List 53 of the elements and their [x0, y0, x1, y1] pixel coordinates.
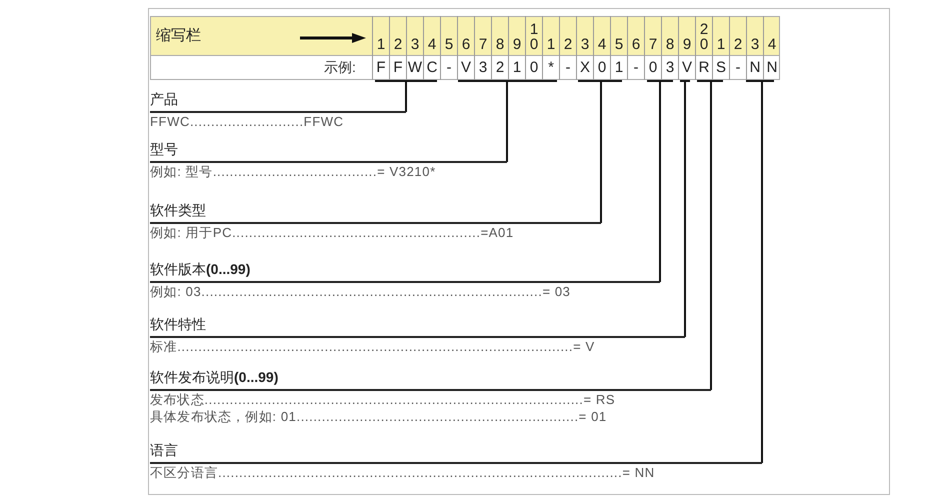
code-character: - [627, 56, 644, 80]
spec-row-text: 标准..............................................................................................= V [150, 338, 596, 355]
leader-line [506, 82, 508, 163]
spec-row-text: 具体发布状态，例如: 01...................................................................= 01 [150, 408, 608, 425]
code-character: - [729, 56, 746, 80]
position-number: 2 [389, 16, 406, 56]
position-number: 3 [746, 16, 763, 56]
position-number: 4 [593, 16, 610, 56]
spec-row-text: 不区分语言................................................................................................= NN [150, 464, 656, 481]
spec-row-text: 例如: 型号.......................................= V3210* [150, 163, 437, 180]
section-heading: 型号 [150, 139, 507, 163]
spec-section [150, 440, 762, 481]
position-number: 5 [610, 16, 627, 56]
position-number: 5 [440, 16, 457, 56]
leader-line [684, 82, 686, 338]
position-number: 10 [525, 16, 542, 56]
position-number: 8 [661, 16, 678, 56]
position-number: 2 [729, 16, 746, 56]
position-number: 6 [627, 16, 644, 56]
header-label: 缩写栏 [156, 26, 201, 45]
position-number: 3 [406, 16, 423, 56]
position-number: 3 [576, 16, 593, 56]
position-number: 9 [508, 16, 525, 56]
position-number: 2 [559, 16, 576, 56]
position-number: 4 [763, 16, 780, 56]
spec-row-text: FFWC...........................FFWC [150, 113, 345, 130]
position-number: 1 [712, 16, 729, 56]
section-heading: 语言 [150, 440, 762, 464]
position-number: 7 [474, 16, 491, 56]
position-number: 6 [457, 16, 474, 56]
spec-row-text: 例如: 03.................................................................................= 03 [150, 283, 572, 300]
spec-row-text: 例如: 用于PC...........................................................=A01 [150, 224, 515, 241]
section-heading: 软件发布说明(0...99) [150, 367, 711, 391]
position-number: 9 [678, 16, 695, 56]
leader-line [600, 82, 602, 224]
position-number: 1 [542, 16, 559, 56]
section-heading: 软件特性 [150, 314, 685, 338]
code-character: - [440, 56, 457, 80]
position-number: 7 [644, 16, 661, 56]
position-number: 4 [423, 16, 440, 56]
section-heading: 软件版本(0...99) [150, 259, 660, 283]
leader-line [710, 82, 712, 391]
leader-line [761, 82, 763, 464]
spec-row-text: 发布状态..........................................................................................= RS [150, 391, 616, 408]
section-heading: 软件类型 [150, 200, 601, 224]
example-label: 示例: [324, 59, 356, 77]
position-number: 20 [695, 16, 712, 56]
position-number: 1 [372, 16, 389, 56]
code-character: - [559, 56, 576, 80]
leader-line [659, 82, 661, 283]
leader-line [405, 82, 407, 113]
section-heading: 产品 [150, 89, 406, 113]
position-number: 8 [491, 16, 508, 56]
